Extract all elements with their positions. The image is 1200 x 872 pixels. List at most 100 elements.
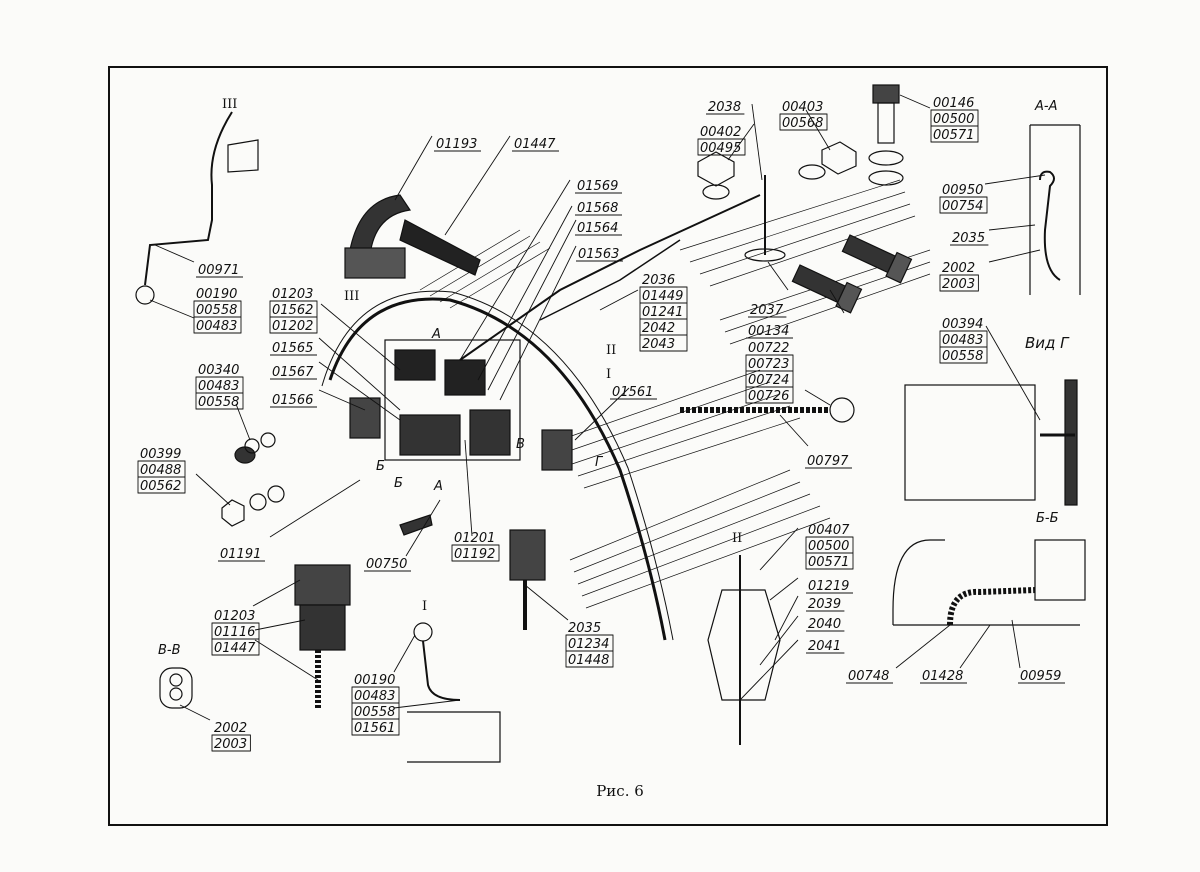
part-number: 00190 bbox=[354, 673, 395, 688]
part-number: 01561 bbox=[354, 721, 395, 736]
part-number: 01234 bbox=[568, 637, 609, 652]
washer-00558 bbox=[244, 438, 260, 454]
part-number: 01565 bbox=[272, 341, 313, 356]
detail-i-eyelet bbox=[413, 622, 433, 642]
callout-box bbox=[939, 196, 988, 214]
callout-box bbox=[451, 544, 500, 562]
connector-block-right bbox=[541, 429, 573, 471]
round-connector-body bbox=[294, 564, 351, 606]
part-number: 00724 bbox=[748, 373, 789, 388]
callout-c1: 01193 bbox=[434, 137, 481, 152]
part-number: 2040 bbox=[808, 617, 841, 632]
detail-iii-title: III bbox=[222, 97, 237, 112]
part-number: 00797 bbox=[807, 454, 849, 469]
part-number: 00723 bbox=[748, 357, 789, 372]
section-vv-clip bbox=[159, 667, 193, 709]
part-number: 00483 bbox=[942, 333, 983, 348]
part-number: 00190 bbox=[196, 287, 237, 302]
part-number: 00754 bbox=[942, 199, 983, 214]
part-number: 2043 bbox=[642, 337, 675, 352]
detail-iii-eyelet bbox=[135, 285, 155, 305]
connector-block-left bbox=[349, 397, 381, 439]
part-number: 01203 bbox=[214, 609, 255, 624]
part-number: 01561 bbox=[612, 385, 653, 400]
part-number: 01241 bbox=[642, 305, 683, 320]
part-number: 01116 bbox=[214, 625, 255, 640]
part-number: 00483 bbox=[354, 689, 395, 704]
part-number: 00495 bbox=[700, 141, 741, 156]
part-number: 00571 bbox=[808, 555, 849, 570]
section-bb-frame bbox=[892, 539, 1080, 626]
section-aa-label: А-А bbox=[1034, 99, 1057, 114]
part-number: 2042 bbox=[642, 321, 675, 336]
part-number: 00558 bbox=[354, 705, 395, 720]
callout-box bbox=[939, 274, 979, 292]
cut-b-marker-left: Б bbox=[376, 459, 385, 474]
callout-box bbox=[195, 376, 244, 410]
washer-00500 bbox=[868, 150, 904, 166]
part-number: 01202 bbox=[272, 319, 313, 334]
detail-i-surface bbox=[407, 711, 501, 763]
callout-box bbox=[805, 536, 854, 570]
mast-base bbox=[744, 248, 786, 262]
cut-v-marker: В bbox=[516, 437, 525, 452]
detail-ii-title: II bbox=[732, 531, 742, 546]
main-cable bbox=[459, 194, 761, 361]
part-number: 2037 bbox=[750, 303, 784, 318]
part-number: 00950 bbox=[942, 183, 983, 198]
part-number: 01568 bbox=[577, 201, 618, 216]
bolt-upper bbox=[841, 234, 913, 284]
washer-00562 bbox=[267, 485, 285, 503]
callout-c3: 00971 bbox=[196, 263, 243, 278]
body-arch-inner bbox=[321, 290, 674, 641]
callout-c43: 00959 bbox=[1018, 669, 1065, 684]
body-arch bbox=[328, 297, 667, 641]
vid-g-panel bbox=[904, 384, 1036, 501]
section-bb-box bbox=[1034, 539, 1086, 601]
callout-box bbox=[137, 460, 186, 494]
washer-00495 bbox=[702, 184, 730, 200]
part-number: 00571 bbox=[933, 128, 974, 143]
section-labels: А-А Б-Б В-В Вид Г А А Б Б В Г bbox=[158, 99, 1070, 658]
callout-c24: 00134 bbox=[746, 324, 793, 339]
section-aa-wall bbox=[1029, 124, 1081, 295]
insulator-assembly bbox=[707, 589, 781, 701]
part-number: 01448 bbox=[568, 653, 609, 668]
part-number: 2041 bbox=[808, 639, 841, 654]
part-number: 01564 bbox=[577, 221, 618, 236]
callout-c26: 01561 bbox=[610, 385, 657, 400]
washer-00568 bbox=[798, 164, 826, 180]
part-number: 00971 bbox=[198, 263, 239, 278]
part-number: 00722 bbox=[748, 341, 789, 356]
elbow-connector bbox=[349, 194, 412, 256]
washer-00488 bbox=[249, 493, 267, 511]
part-number: 01449 bbox=[642, 289, 683, 304]
part-number: 01193 bbox=[436, 137, 477, 152]
part-number: 2035 bbox=[568, 621, 601, 636]
part-number: 00726 bbox=[748, 389, 789, 404]
part-number: 01569 bbox=[577, 179, 618, 194]
callout-box bbox=[639, 286, 688, 352]
view-g-marker: Г bbox=[595, 455, 604, 470]
figure-caption: Рис. 6 bbox=[596, 782, 644, 800]
callout-c29: 2035 bbox=[950, 231, 989, 246]
part-number: 2039 bbox=[808, 597, 841, 612]
part-number: 01203 bbox=[272, 287, 313, 302]
callout-c42: 01428 bbox=[920, 669, 967, 684]
part-number: 2003 bbox=[942, 277, 975, 292]
callout-c14: 01569 bbox=[575, 179, 622, 194]
callout-c19: 2038 bbox=[706, 100, 745, 115]
elbow-connector-base bbox=[344, 247, 406, 279]
screw-00750 bbox=[399, 514, 433, 536]
lug-00797 bbox=[829, 397, 855, 423]
relay-block-c bbox=[399, 414, 461, 456]
